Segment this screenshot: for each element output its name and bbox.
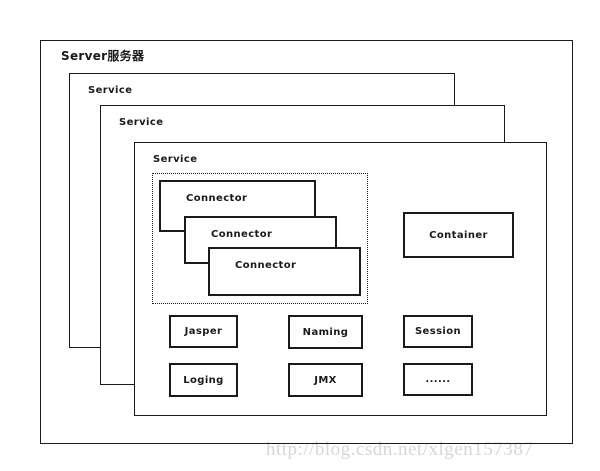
- component-box-jmx: JMX: [288, 363, 363, 397]
- connectors-group-outline: [152, 173, 368, 304]
- connector-label-2: Connector: [211, 229, 273, 240]
- service-label-1: Service: [88, 85, 133, 96]
- container-box: Container: [403, 212, 514, 258]
- connector-box-3: Connector: [208, 247, 361, 296]
- component-label-session: Session: [414, 326, 462, 337]
- component-label-ellipsis: ......: [425, 374, 451, 385]
- component-box-loging: Loging: [169, 363, 238, 397]
- container-label: Container: [429, 229, 488, 241]
- component-box-ellipsis: ......: [403, 363, 473, 396]
- component-label-jasper: Jasper: [184, 326, 223, 337]
- component-label-loging: Loging: [183, 374, 224, 386]
- watermark-text: http://blog.csdn.net/xlgen157387: [266, 439, 534, 460]
- component-box-session: Session: [403, 315, 473, 348]
- component-box-jasper: Jasper: [169, 315, 238, 348]
- connector-label-3: Connector: [235, 260, 297, 271]
- service-label-3: Service: [153, 154, 198, 165]
- component-label-jmx: JMX: [314, 374, 337, 386]
- component-box-naming: Naming: [288, 315, 363, 349]
- service-label-2: Service: [119, 117, 164, 128]
- server-label: Server服务器: [61, 49, 145, 63]
- component-label-naming: Naming: [302, 326, 349, 338]
- server-box: Server服务器: [40, 40, 573, 444]
- connector-label-1: Connector: [186, 193, 248, 204]
